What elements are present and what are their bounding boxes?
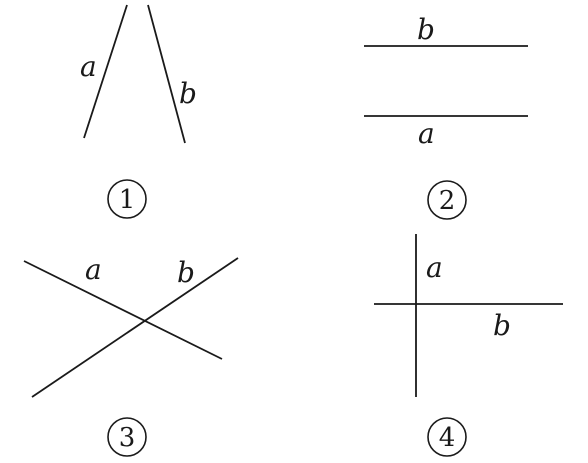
figure-2: b a 2 bbox=[364, 13, 528, 220]
figure-3-line-b bbox=[31, 257, 239, 398]
figure-1: a b 1 bbox=[80, 4, 197, 219]
figure-1-label-a: a bbox=[80, 50, 97, 83]
figure-4-label-a: a bbox=[426, 251, 443, 284]
figure-3-number-circle bbox=[107, 417, 147, 457]
figure-1-label-b: b bbox=[179, 77, 197, 110]
figure-4-number: 4 bbox=[439, 423, 456, 453]
figure-3-label-a: a bbox=[85, 253, 102, 286]
figure-2-label-b: b bbox=[417, 13, 435, 46]
figure-1-number: 1 bbox=[119, 185, 136, 215]
figure-3-line-a bbox=[23, 260, 223, 360]
figure-2-label-a: a bbox=[418, 117, 435, 150]
figure-3-label-b: b bbox=[177, 256, 195, 289]
figure-4-number-circle bbox=[427, 417, 467, 457]
figure-2-number-circle bbox=[427, 180, 467, 220]
figure-3-number: 3 bbox=[119, 423, 136, 453]
figure-3: a b 3 bbox=[23, 253, 239, 457]
figure-4: a b 4 bbox=[374, 234, 563, 457]
figure-2-number: 2 bbox=[439, 186, 456, 216]
figure-1-number-circle bbox=[107, 179, 147, 219]
figure-1-line-a bbox=[83, 4, 128, 139]
figure-1-line-b bbox=[147, 4, 186, 144]
figure-4-label-b: b bbox=[493, 309, 511, 342]
